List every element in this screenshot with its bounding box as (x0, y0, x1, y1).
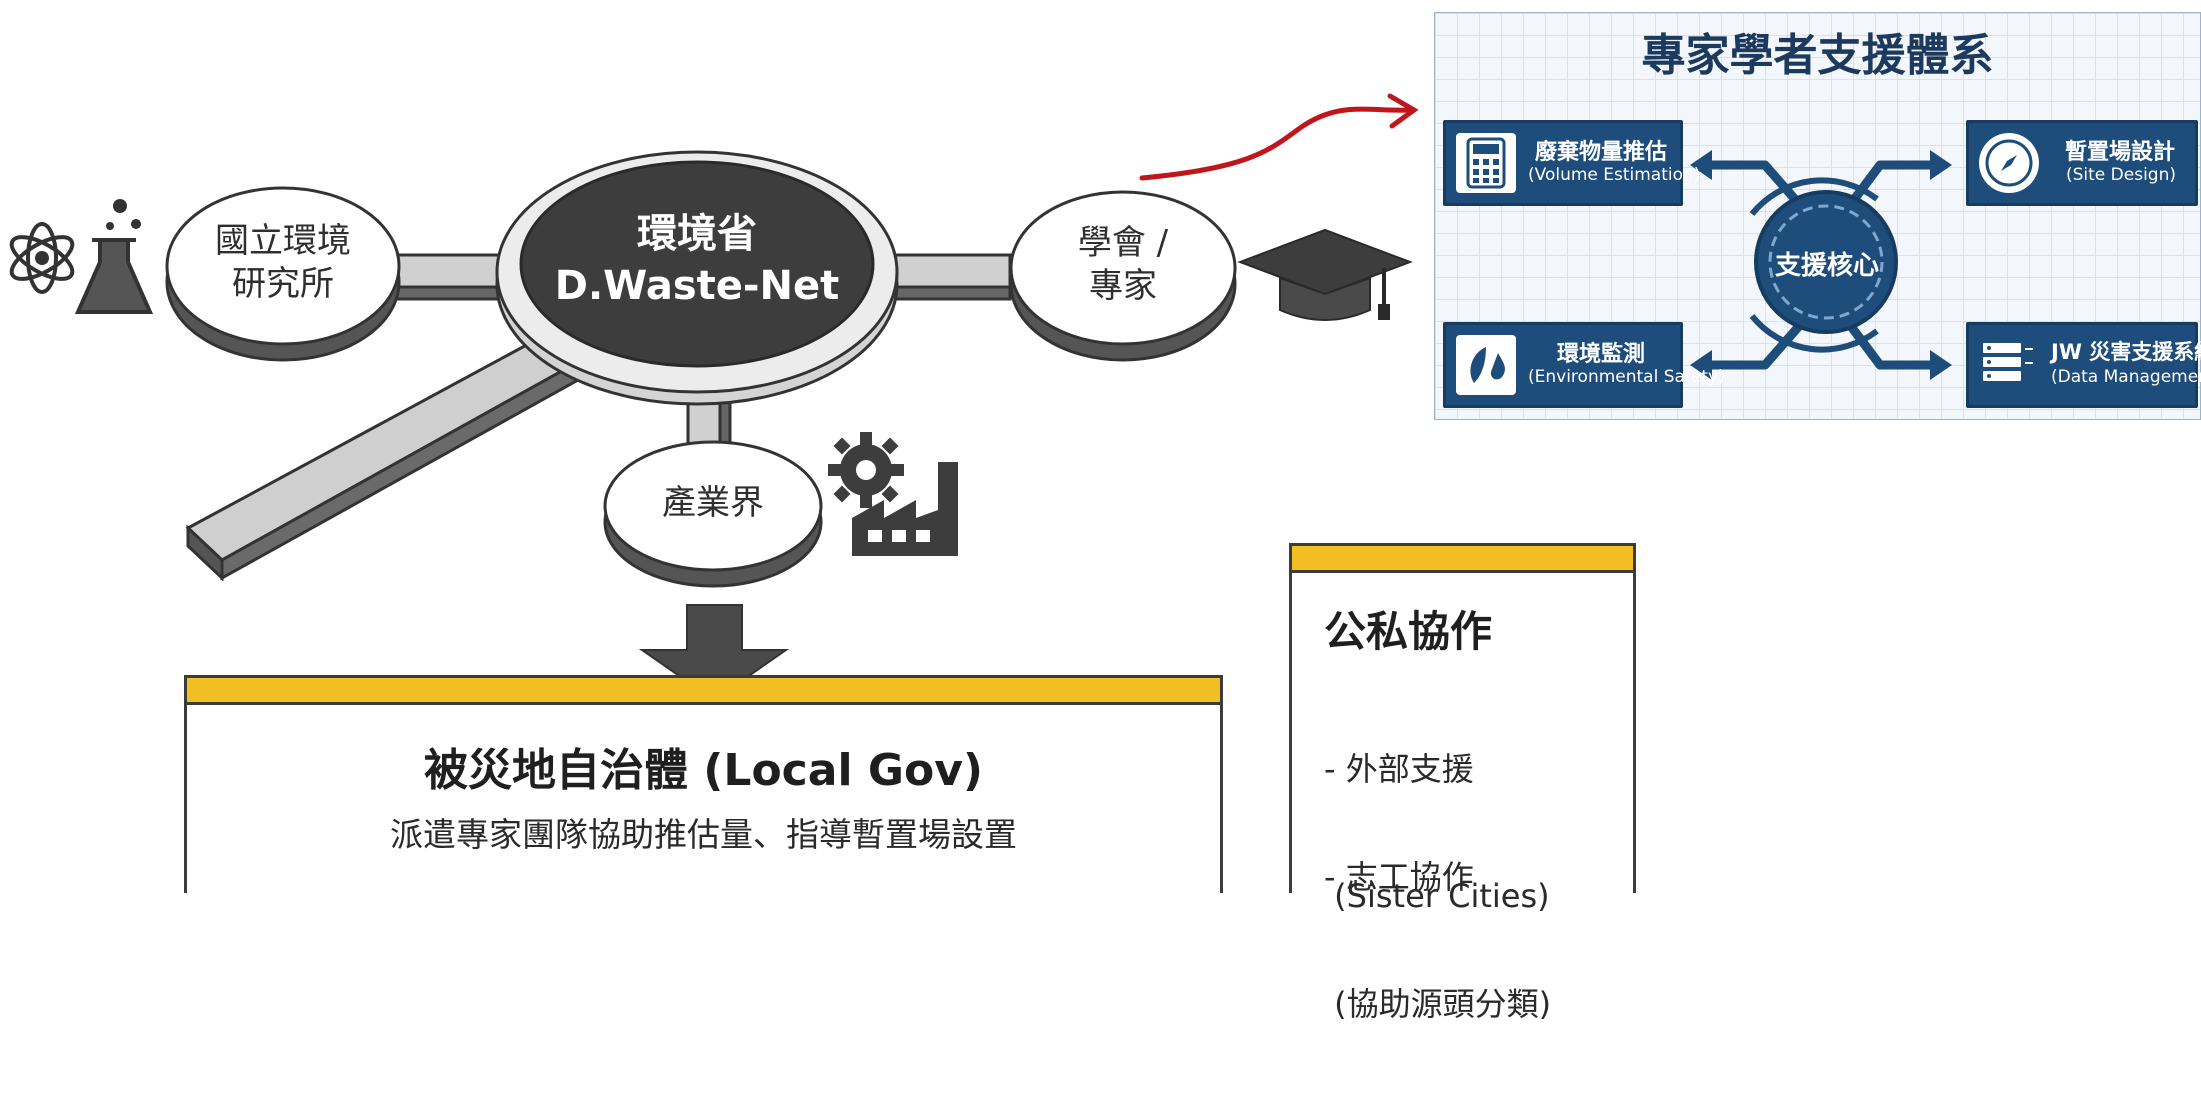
ring-arc-bottom (1749, 314, 1879, 353)
hub-label: 環境省 D.Waste-Net (540, 208, 854, 312)
card-site-design: 暫置場設計 (Site Design) (1966, 120, 2198, 206)
hub-node (495, 150, 899, 406)
gear-factory-icon (828, 432, 958, 556)
link-top-left (1700, 160, 1804, 208)
institute-label-line2: 研究所 (232, 263, 334, 304)
connector-arrow (1139, 93, 1419, 181)
card-environmental-safety-subtitle: (Environmental Safety) (1528, 367, 1725, 387)
card-environmental-safety: 環境監測 (Environmental Safety) (1443, 322, 1725, 408)
compass-icon (1979, 133, 2039, 193)
local-gov-box: 被災地自治體 (Local Gov) 派遣專家團隊協助推估量、指導暫置場設置 (184, 675, 1223, 893)
public-private-item-2-line1: - 志工協作 (1324, 858, 1474, 897)
arrowhead-bottom-right (1930, 350, 1952, 380)
server-icon (1979, 335, 2039, 395)
link-bottom-right (1846, 322, 1940, 370)
academia-label: 學會 / 專家 (1023, 222, 1223, 307)
calculator-icon (1456, 133, 1516, 193)
public-private-accent-bar (1292, 546, 1633, 573)
hub-label-line1: 環境省 (637, 211, 757, 257)
support-core-diagram (1690, 150, 1952, 380)
institute-label: 國立環境 研究所 (183, 220, 383, 305)
card-site-design-subtitle: (Site Design) (2065, 165, 2176, 185)
arrowhead-top-right (1930, 150, 1952, 180)
graduation-cap-icon (1237, 228, 1413, 321)
card-environmental-safety-title: 環境監測 (1556, 342, 1645, 367)
academia-label-line2: 專家 (1089, 265, 1157, 306)
card-data-management-subtitle: (Data Management) (2051, 367, 2201, 387)
public-private-title: 公私協作 (1324, 607, 1493, 656)
arrowhead-top-left (1690, 150, 1712, 180)
support-panel-title: 專家學者支援體系 (1641, 30, 1994, 81)
industry-node (603, 440, 823, 588)
industry-label: 產業界 (613, 482, 813, 525)
academia-node (1009, 190, 1237, 362)
local-gov-title: 被災地自治體 (Local Gov) (423, 745, 983, 796)
arrowhead-bottom-left (1690, 350, 1712, 380)
public-private-item-2-line2: (協助源頭分類) (1324, 985, 1552, 1024)
local-gov-accent-bar (187, 678, 1220, 705)
atom-flask-icon (9, 199, 154, 314)
institute-node (165, 186, 401, 362)
academia-label-line1: 學會 / (1077, 223, 1169, 263)
network-diagram (9, 93, 1419, 702)
public-private-item-1-line1: - 外部支援 (1324, 750, 1474, 789)
industry-label-text: 產業界 (662, 483, 764, 523)
institute-label-line1: 國立環境 (215, 221, 351, 261)
local-gov-subtitle: 派遣專家團隊協助推估量、指導暫置場設置 (390, 815, 1017, 854)
card-data-management: JW 災害支援系統 (Data Management) (1966, 322, 2201, 408)
card-site-design-title: 暫置場設計 (2064, 140, 2175, 165)
leaf-drop-icon (1456, 335, 1516, 395)
card-data-management-title: JW 災害支援系統 (2051, 340, 2201, 364)
card-volume-estimation-subtitle: (Volume Estimation) (1528, 165, 1701, 185)
ring-arc-top (1749, 177, 1879, 216)
card-volume-estimation: 廢棄物量推估 (Volume Estimation) (1443, 120, 1701, 206)
link-bottom-left (1700, 322, 1804, 370)
hub-label-line2: D.Waste-Net (554, 263, 840, 309)
card-volume-estimation-title: 廢棄物量推估 (1534, 140, 1667, 165)
link-top-right (1846, 160, 1940, 208)
support-core-label: 支援核心 (1774, 251, 1879, 281)
support-core-icon (1754, 190, 1898, 334)
